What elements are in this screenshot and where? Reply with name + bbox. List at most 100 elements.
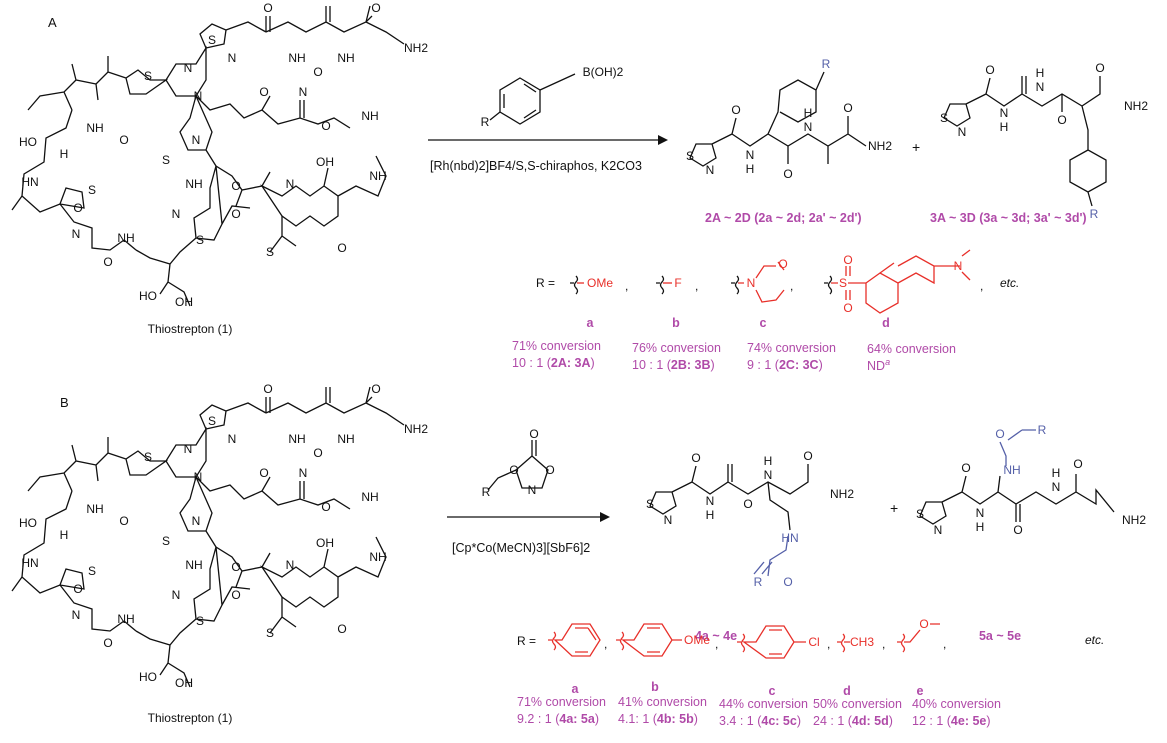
atom-label: NH: [1003, 463, 1020, 477]
svg-text:,: ,: [604, 637, 607, 651]
compound-label-a: Thiostrepton (1): [148, 322, 233, 336]
atom-label: R: [1090, 207, 1099, 221]
atom-label: O: [259, 85, 268, 99]
atom-label: N: [172, 207, 181, 221]
product-5-structure: O R NH S N O N H O N H O NH2: [916, 423, 1146, 537]
atom-label: NH: [185, 177, 202, 191]
product-label-4: 4a ~ 4e: [695, 629, 737, 643]
atom-label: S: [196, 233, 204, 247]
result-d: 64% conversion NDa: [867, 342, 956, 373]
atom-label: O: [545, 463, 554, 477]
atom-label: O: [783, 575, 792, 589]
atom-label: NH: [117, 231, 134, 245]
atom-label: O: [231, 179, 240, 193]
group-label: F: [674, 276, 681, 290]
atom-label: NH2: [1124, 99, 1148, 113]
atom-label: S: [940, 111, 948, 125]
result-b-c: 44% conversion 3.4 : 1 (4c: 5c): [719, 697, 808, 728]
atom-label: O: [985, 63, 994, 77]
svg-text:,: ,: [695, 279, 698, 293]
result-b-a: 71% conversion 9.2 : 1 (4a: 5a): [517, 695, 606, 726]
boronic-acid-label: B(OH)2: [583, 65, 624, 79]
atom-label: N: [934, 523, 943, 537]
atom-label: O: [231, 207, 240, 221]
svg-text:,: ,: [715, 637, 718, 651]
svg-text:,: ,: [790, 279, 793, 293]
atom-label: O: [371, 1, 380, 15]
arrow-head-icon: [658, 135, 668, 145]
product-4-structure: S N O N H O N H O NH2 HN R O: [646, 449, 854, 589]
substituent-d-dansyl-like: S O O N ,: [824, 249, 983, 315]
ratio-text: 10 : 1 (2A: 3A): [512, 356, 595, 370]
atom-label: S: [162, 153, 170, 167]
atom-label: NH2: [1122, 513, 1146, 527]
atom-label: N: [1000, 106, 1009, 120]
panel-label-b: B: [60, 395, 69, 410]
result-b-d: 50% conversion 24 : 1 (4d: 5d): [813, 697, 902, 728]
group-label: OMe: [587, 276, 613, 290]
substituent-b-f: F ,: [656, 275, 698, 295]
atom-label: O: [691, 451, 700, 465]
result-b-e: 40% conversion 12 : 1 (4e: 5e): [912, 697, 1001, 728]
plus-sign: +: [912, 139, 920, 155]
atom-label: OH: [175, 295, 193, 309]
atom-label: O: [1057, 113, 1066, 127]
substituent-letter: b: [672, 316, 680, 330]
group-label: Cl: [808, 635, 819, 649]
atom-label: R: [822, 57, 831, 71]
ratio-text: 3.4 : 1 (4c: 5c): [719, 714, 801, 728]
product-3-structure: S N O N H O H N O NH2 R: [940, 61, 1148, 221]
atom-label: N: [1052, 480, 1061, 494]
atom-label: NH2: [830, 487, 854, 501]
product-label-3: 3A ~ 3D (3a ~ 3d; 3a' ~ 3d'): [930, 211, 1087, 225]
atom-label: HN: [781, 531, 798, 545]
atom-label: N: [528, 483, 537, 497]
atom-label: R: [754, 575, 763, 589]
ratio-text: 10 : 1 (2B: 3B): [632, 358, 715, 372]
atom-label: O: [1013, 523, 1022, 537]
etc-label-a: etc.: [1000, 276, 1019, 290]
ratio-text: 12 : 1 (4e: 5e): [912, 714, 991, 728]
atom-label: O: [743, 497, 752, 511]
atom-label: NH2: [868, 139, 892, 153]
atom-label: O: [783, 167, 792, 181]
substituent-letter: c: [760, 316, 767, 330]
substituent-a-phenyl: ,: [548, 623, 607, 657]
substituent-c-morpholine: N O ,: [731, 257, 793, 303]
atom-label: O: [803, 449, 812, 463]
product-2-structure: S N O N H O N H O NH2 R: [686, 57, 892, 181]
atom-label: N: [184, 61, 193, 75]
atom-label: H: [1036, 66, 1045, 80]
ratio-text: 9.2 : 1 (4a: 5a): [517, 712, 599, 726]
atom-label: O: [263, 1, 272, 15]
atom-label: N: [764, 468, 773, 482]
ratio-text: 24 : 1 (4d: 5d): [813, 714, 893, 728]
ratio-text: NDa: [867, 357, 890, 373]
atom-label: S: [686, 149, 694, 163]
boronic-acid-reagent: B(OH)2 R: [481, 65, 624, 129]
substituent-a-ome: OMe ,: [570, 275, 628, 295]
r-label: R: [481, 115, 490, 129]
atom-label: O: [321, 119, 330, 133]
conversion-text: 41% conversion: [618, 695, 707, 709]
group-label: OMe: [684, 633, 710, 647]
atom-label: NH: [369, 169, 386, 183]
conversion-text: 64% conversion: [867, 342, 956, 356]
group-label: O: [843, 301, 852, 315]
conversion-text: 74% conversion: [747, 341, 836, 355]
atom-label: R: [482, 485, 491, 499]
atom-label: S: [88, 183, 96, 197]
atom-label: N: [192, 133, 201, 147]
atom-label: HN: [21, 175, 38, 189]
atom-label: O: [529, 427, 538, 441]
group-label: O: [919, 617, 928, 631]
substituent-e-methoxymethyl: O ,: [897, 617, 946, 653]
conditions-a: [Rh(nbd)2]BF4/S,S-chiraphos, K2CO3: [430, 159, 642, 173]
conversion-text: 76% conversion: [632, 341, 721, 355]
conversion-text: 44% conversion: [719, 697, 808, 711]
substituent-letter: b: [651, 680, 659, 694]
ratio-text: 9 : 1 (2C: 3C): [747, 358, 823, 372]
substituent-letter: a: [572, 682, 580, 696]
atom-label: N: [976, 506, 985, 520]
etc-label-b: etc.: [1085, 633, 1104, 647]
